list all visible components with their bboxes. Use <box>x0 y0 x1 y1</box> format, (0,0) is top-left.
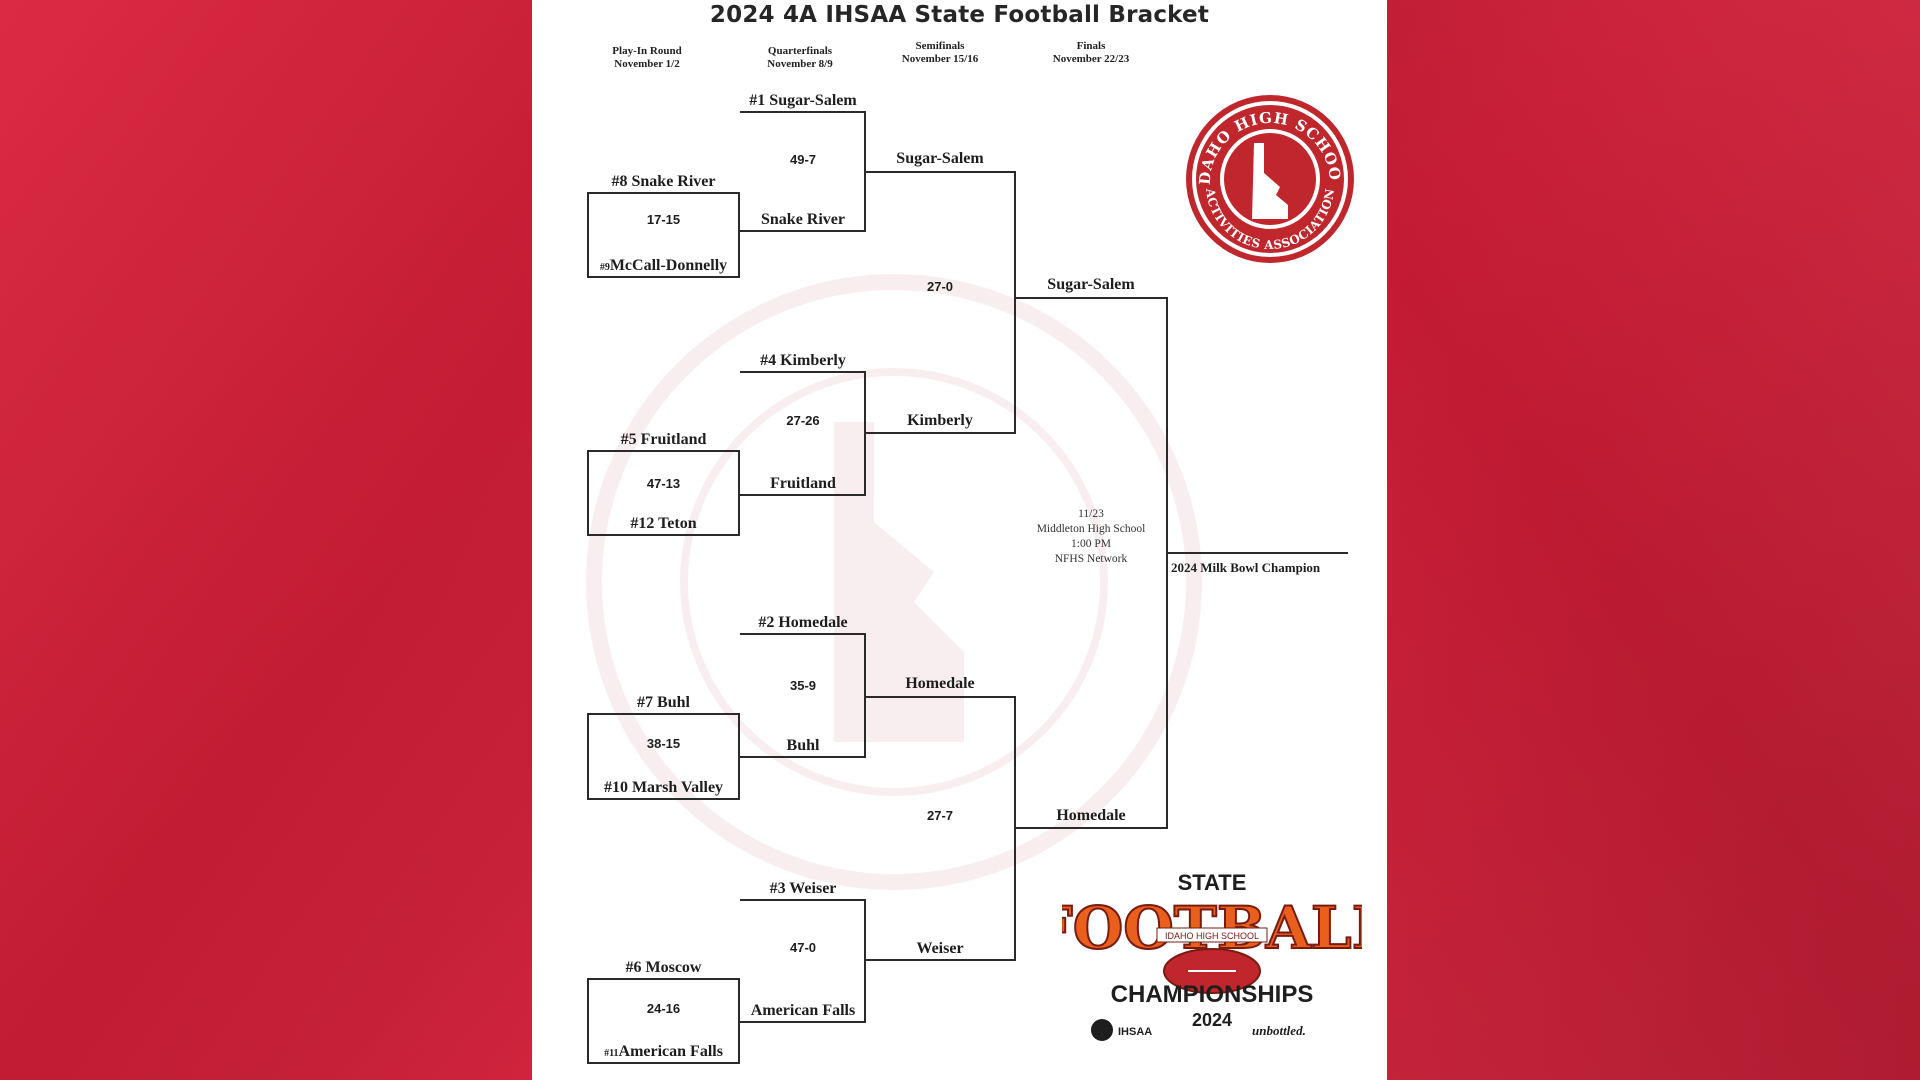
playin-3-bottom-team: #10 Marsh Valley <box>603 779 724 796</box>
qf-4-score: 47-0 <box>789 940 817 955</box>
final-bottom-team: Homedale <box>1056 807 1126 824</box>
state-football-championships-logo: STATE FOOTBALL IDAHO HIGH SCHOOL CHAMPIO… <box>1062 870 1362 1041</box>
qf-1-bottom-team: Snake River <box>761 211 845 228</box>
qf-4-bottom-team: American Falls <box>750 1002 856 1019</box>
qf-2-score: 27-26 <box>786 413 820 428</box>
playin-4-top-team: #6 Moscow <box>625 959 702 976</box>
svg-text:unbottled.: unbottled. <box>1252 1023 1306 1038</box>
svg-text:IDAHO HIGH SCHOOL: IDAHO HIGH SCHOOL <box>1165 931 1259 941</box>
qf-4-top-team: #3 Weiser <box>769 880 837 897</box>
background-right-panel <box>1385 0 1920 1080</box>
sf-2-score: 27-7 <box>926 808 954 823</box>
playin-2-top-team: #5 Fruitland <box>620 431 707 448</box>
ihsaa-seal-logo: IDAHO HIGH SCHOOL ACTIVITIES ASSOCIATION <box>1184 93 1354 263</box>
bracket-document: 2024 4A IHSAA State Football Bracket Pla… <box>532 0 1387 1080</box>
playin-1-top-team: #8 Snake River <box>611 173 716 190</box>
qf-3-top-team: #2 Homedale <box>758 614 848 631</box>
svg-text:CHAMPIONSHIPS: CHAMPIONSHIPS <box>1111 981 1314 1008</box>
sf-2-bottom-team: Weiser <box>916 940 964 957</box>
qf-2-bottom-team: Fruitland <box>770 475 836 492</box>
svg-text:IHSAA: IHSAA <box>1118 1026 1152 1038</box>
watermark-seal <box>586 274 1202 890</box>
playin-2-bottom-team: #12 Teton <box>630 515 697 532</box>
champion-label: 2024 Milk Bowl Champion <box>1171 560 1321 575</box>
playin-4-bottom-team: #11American Falls <box>604 1043 723 1060</box>
qf-2-top-team: #4 Kimberly <box>760 352 846 369</box>
sf-1-top-team: Sugar-Salem <box>896 150 984 167</box>
playin-1-score: 17-15 <box>646 212 681 227</box>
page-title: 2024 4A IHSAA State Football Bracket <box>709 2 1210 28</box>
playin-3-score: 38-15 <box>646 736 681 751</box>
sf-1-bottom-team: Kimberly <box>907 412 973 429</box>
svg-text:STATE: STATE <box>1178 870 1247 895</box>
playin-1-bottom-team: #9McCall-Donnelly <box>599 257 728 274</box>
final-game-info: 11/23 Middleton High School 1:00 PM NFHS… <box>1036 508 1146 565</box>
qf-3-score: 35-9 <box>789 678 817 693</box>
qf-1-top-team: #1 Sugar-Salem <box>749 92 857 109</box>
sf-2-top-team: Homedale <box>905 675 975 692</box>
background-left-panel <box>0 0 540 1080</box>
svg-text:2024: 2024 <box>1192 1010 1232 1030</box>
playin-2-score: 47-13 <box>646 476 681 491</box>
final-top-team: Sugar-Salem <box>1047 276 1135 293</box>
playin-3-top-team: #7 Buhl <box>637 694 690 711</box>
qf-1-score: 49-7 <box>789 152 817 167</box>
playin-4-score: 24-16 <box>646 1001 681 1016</box>
qf-3-bottom-team: Buhl <box>786 737 820 754</box>
sf-1-score: 27-0 <box>926 279 954 294</box>
